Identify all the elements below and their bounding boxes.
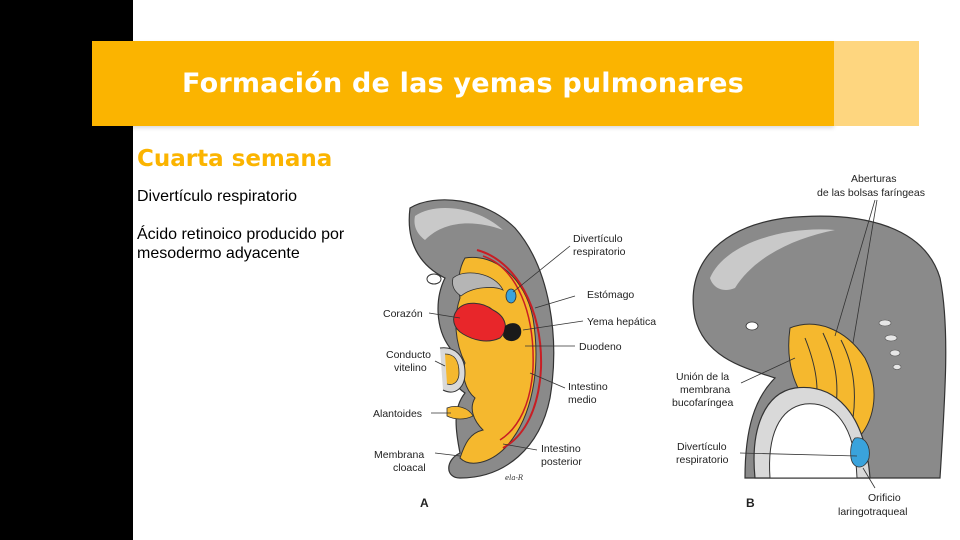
label-a-diverticulo-2: respiratorio <box>573 246 626 258</box>
label-a-alantoides: Alantoides <box>373 408 422 420</box>
title-band: Formación de las yemas pulmonares <box>92 41 834 126</box>
label-a-yema-hepatica: Yema hepática <box>587 316 656 328</box>
bullet-acido-retinoico: Ácido retinoico producido por mesodermo … <box>137 226 345 262</box>
label-a-conducto-1: Conducto <box>386 349 431 361</box>
svg-text:ela-R: ela-R <box>505 474 524 482</box>
label-a-corazon: Corazón <box>383 308 423 320</box>
label-a-intestino-post-1: Intestino <box>541 443 581 455</box>
slide-title: Formación de las yemas pulmonares <box>182 68 744 99</box>
panel-b-leaders <box>739 199 878 489</box>
panel-a-letter: A <box>420 496 429 510</box>
body-text: Divertículo respiratorio Ácido retinoico… <box>137 187 377 282</box>
panel-b-letter: B <box>746 496 755 510</box>
label-b-diverticulo-2: respiratorio <box>676 454 729 466</box>
panel-b-drawing <box>692 215 947 479</box>
label-b-aberturas-1: Aberturas <box>851 173 897 185</box>
label-a-estomago: Estómago <box>587 289 634 301</box>
label-b-orificio-2: laringotraqueal <box>838 506 907 518</box>
label-a-intestino-medio-1: Intestino <box>568 381 608 393</box>
embryo-illustration: ela-R Divertículo respiratorio Estómago … <box>373 173 947 518</box>
label-a-membrana-2: cloacal <box>393 462 426 474</box>
label-b-orificio-1: Orificio <box>868 492 901 504</box>
label-b-diverticulo-1: Divertículo <box>677 441 727 453</box>
embryo-figure: ela-R Divertículo respiratorio Estómago … <box>365 168 960 540</box>
label-b-union-3: bucofaríngea <box>672 397 733 409</box>
label-a-duodeno: Duodeno <box>579 341 622 353</box>
label-b-union-1: Unión de la <box>676 371 729 383</box>
label-b-aberturas-2: de las bolsas faríngeas <box>817 187 925 199</box>
label-b-union-2: membrana <box>680 384 730 396</box>
label-a-membrana-1: Membrana <box>374 449 424 461</box>
label-a-conducto-2: vitelino <box>394 362 427 374</box>
label-a-intestino-medio-2: medio <box>568 394 597 406</box>
panel-a-leaders <box>428 245 584 457</box>
label-a-intestino-post-2: posterior <box>541 456 582 468</box>
section-subtitle: Cuarta semana <box>137 146 333 172</box>
bullet-diverticulo: Divertículo respiratorio <box>137 188 298 205</box>
label-a-diverticulo-1: Divertículo <box>573 233 623 245</box>
panel-a-drawing: ela-R <box>408 199 555 482</box>
title-accent-tab <box>834 41 919 126</box>
